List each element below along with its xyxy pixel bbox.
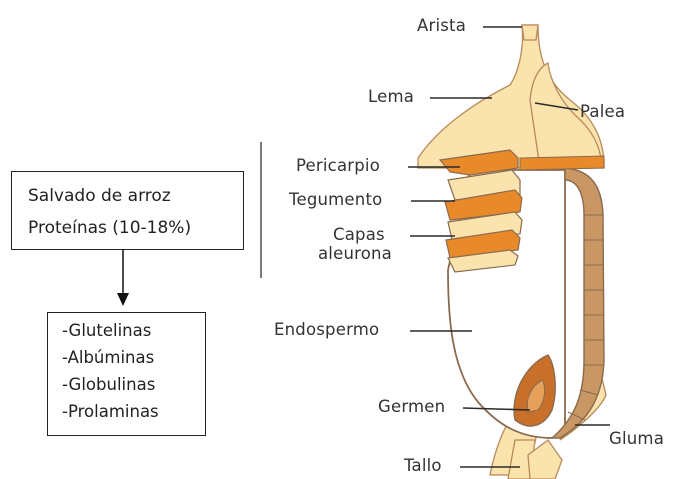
bran-title: Salvado de arroz (28, 180, 243, 212)
protein-item: -Globulinas (62, 371, 205, 398)
label-palea: Palea (580, 103, 625, 121)
label-gluma: Gluma (609, 430, 664, 448)
label-germen: Germen (378, 398, 445, 416)
label-endospermo: Endospermo (274, 321, 379, 339)
protein-item: -Albúminas (62, 344, 205, 371)
protein-item: -Glutelinas (62, 317, 205, 344)
label-pericarpio: Pericarpio (296, 157, 380, 175)
protein-item: -Prolaminas (62, 398, 205, 425)
flow-arrow-head (117, 293, 129, 306)
label-lema: Lema (368, 88, 414, 106)
label-tallo: Tallo (404, 457, 442, 475)
label-aleurona: aleurona (318, 245, 392, 263)
label-tegumento: Tegumento (289, 191, 382, 209)
protein-types-box: -Glutelinas -Albúminas -Globulinas -Prol… (47, 312, 206, 436)
label-capas: Capas (333, 226, 385, 244)
bran-protein-percent: Proteínas (10-18%) (28, 212, 243, 244)
label-arista: Arista (417, 17, 466, 35)
arista-awn (522, 25, 538, 40)
bran-summary-box: Salvado de arroz Proteínas (10-18%) (11, 171, 244, 250)
bran-top-band (520, 156, 604, 170)
